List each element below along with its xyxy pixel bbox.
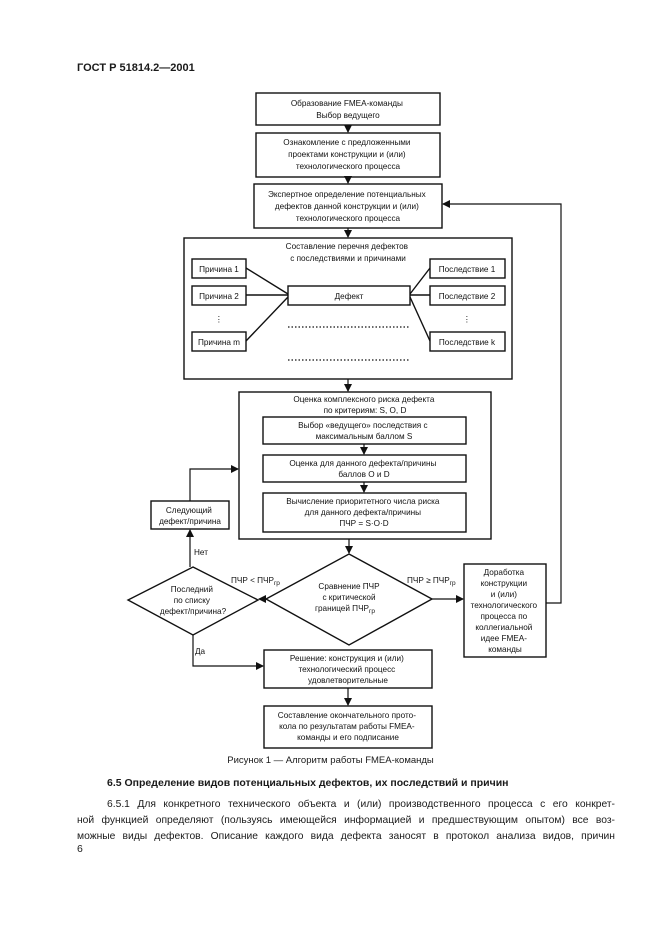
- page-number: 6: [77, 843, 83, 855]
- flow-label: дефект/причина: [159, 517, 221, 526]
- document-header: ГОСТ Р 51814.2—2001: [77, 62, 195, 74]
- box-final-protocol: [263, 705, 433, 749]
- flow-label: с критической: [322, 593, 375, 602]
- flow-label: с последствиями и причинами: [290, 254, 406, 263]
- flow-label: Составление окончательного прото-: [278, 711, 416, 720]
- flow-connector: [192, 635, 264, 670]
- flow-label: Да: [195, 647, 206, 656]
- flow-label: Ознакомление с предложенными проектами к…: [283, 138, 413, 171]
- flow-label: ⋮: [463, 315, 471, 324]
- box-rpn: [262, 492, 467, 533]
- flow-label: ПЧР < ПЧРгр: [231, 576, 280, 587]
- flow-label: баллов O и D: [338, 470, 389, 479]
- flow-label: ПЧР < ПЧР: [231, 576, 274, 585]
- flow-label: Ознакомление с предложенными: [283, 138, 410, 147]
- flow-label: Составление перечня дефектов с последств…: [286, 242, 411, 263]
- flow-label: Сравнение ПЧР: [318, 582, 380, 591]
- flow-label: ⋮: [215, 315, 223, 324]
- flow-label: Оценка комплексного риска дефекта: [293, 395, 434, 404]
- flow-connector: [245, 267, 289, 295]
- flow-label: Причина 2: [199, 292, 239, 301]
- box-cause-m: [191, 331, 247, 352]
- flow-label: идее FMEA-: [481, 634, 527, 643]
- box-risk-assessment: [238, 391, 492, 540]
- flow-connector: [409, 267, 431, 295]
- paragraph-line-1: 6.5.1 Для конкретного технического объек…: [107, 799, 615, 810]
- flow-label: Последний: [171, 585, 213, 594]
- flow-label: технологического процесса: [296, 162, 401, 171]
- flow-label: процесса по: [481, 612, 528, 621]
- flow-label: конструкции: [481, 579, 528, 588]
- flow-label: Причина 1: [199, 265, 239, 274]
- flow-label: Решение: конструкция и (или): [290, 654, 404, 663]
- flow-label: гр: [274, 580, 280, 587]
- flow-label: дефектов данной конструкции и (или): [275, 202, 419, 211]
- flow-label: границей ПЧР: [315, 604, 370, 613]
- flow-label: Следующий: [166, 506, 212, 515]
- flow-label: Доработка конструкции и (или) технологич…: [471, 568, 540, 654]
- flow-label: Экспертное определение потенциальных: [268, 190, 426, 199]
- flow-label: ПЧР ≥ ПЧРгр: [407, 576, 456, 587]
- flow-label: удовлетворительные: [308, 676, 388, 685]
- flow-label: гр: [450, 580, 456, 587]
- flow-label: Оценка комплексного риска дефекта по кри…: [293, 395, 436, 415]
- paragraph-line-2: ной функцией определяют (пользуясь имеющ…: [77, 815, 615, 826]
- flow-label: гр: [369, 608, 375, 615]
- flow-connector: [442, 200, 562, 604]
- flow-label: команды: [488, 645, 522, 654]
- figure-caption: Рисунок 1 — Алгоритм работы FMEA-команды: [227, 755, 434, 766]
- flow-label: Следующий дефект/причина: [159, 506, 221, 526]
- box-team-formation: [255, 92, 441, 126]
- flow-label: Дефект: [335, 292, 364, 301]
- section-title: 6.5 Определение видов потенциальных дефе…: [107, 777, 509, 789]
- flow-label: дефект/причина?: [160, 607, 227, 616]
- flow-label: для данного дефекта/причины: [305, 508, 422, 517]
- flow-label: Последствие k: [439, 338, 496, 347]
- flow-connector: [409, 296, 431, 342]
- flow-label: технологический процесс: [298, 665, 395, 674]
- flow-label: ПЧР = S·O·D: [339, 519, 388, 528]
- flow-label: по списку: [174, 596, 211, 605]
- flow-label: Оценка для данного дефекта/причины балло…: [289, 459, 438, 479]
- flow-label: Образование FMEA-команды Выбор ведущего: [291, 99, 405, 120]
- flow-label: Оценка для данного дефекта/причины: [289, 459, 436, 468]
- flow-label: проектами конструкции и (или): [288, 150, 406, 159]
- flow-label: Составление перечня дефектов: [286, 242, 408, 251]
- body-paragraph: 6.5.1 Для конкретного технического объек…: [77, 797, 615, 845]
- flow-label: Выбор ведущего: [316, 111, 380, 120]
- flow-label: Доработка: [484, 568, 525, 577]
- flow-connector: [189, 465, 239, 501]
- flow-label: Нет: [194, 548, 208, 557]
- fmea-flowchart: Образование FMEA-команды Выбор ведущего …: [126, 92, 562, 749]
- paragraph-line-3: можные виды дефектов. Описание каждого в…: [77, 831, 615, 842]
- box-effect-k: [429, 331, 506, 352]
- flow-label: Последствие 1: [439, 265, 496, 274]
- flow-label: Решение: конструкция и (или) технологиче…: [290, 654, 406, 685]
- flow-connector: [245, 296, 289, 342]
- flow-label: команды и его подписание: [297, 733, 399, 742]
- flow-label: технологического: [471, 601, 538, 610]
- box-rework: [463, 563, 547, 658]
- flow-label: Образование FMEA-команды: [291, 99, 403, 108]
- flow-label: Последствие 2: [439, 292, 496, 301]
- flow-label: Выбор «ведущего» последствия с: [298, 421, 427, 430]
- flow-label: Выбор «ведущего» последствия с максималь…: [298, 421, 430, 441]
- diamond-compare-rpn: [264, 553, 434, 646]
- flow-label: Вычисление приоритетного числа риска для…: [286, 497, 442, 528]
- flow-label: коллегиальной: [475, 623, 532, 632]
- flow-label: Причина m: [198, 338, 240, 347]
- flow-label: технологического процесса: [296, 214, 401, 223]
- flow-label: максимальным баллом S: [316, 432, 413, 441]
- flow-label: и (или): [491, 590, 517, 599]
- flow-label: границей ПЧРгр: [315, 604, 375, 615]
- flow-label: ПЧР ≥ ПЧР: [407, 576, 450, 585]
- flow-label: Составление окончательного прото- кола п…: [278, 711, 418, 742]
- flow-label: кола по результатам работы FMEA-: [279, 722, 415, 731]
- flow-label: по критериям: S, O, D: [324, 406, 407, 415]
- flow-label: Вычисление приоритетного числа риска: [286, 497, 440, 506]
- flow-label: Последний по списку дефект/причина?: [160, 585, 227, 616]
- flow-label: Экспертное определение потенциальных деф…: [268, 190, 428, 223]
